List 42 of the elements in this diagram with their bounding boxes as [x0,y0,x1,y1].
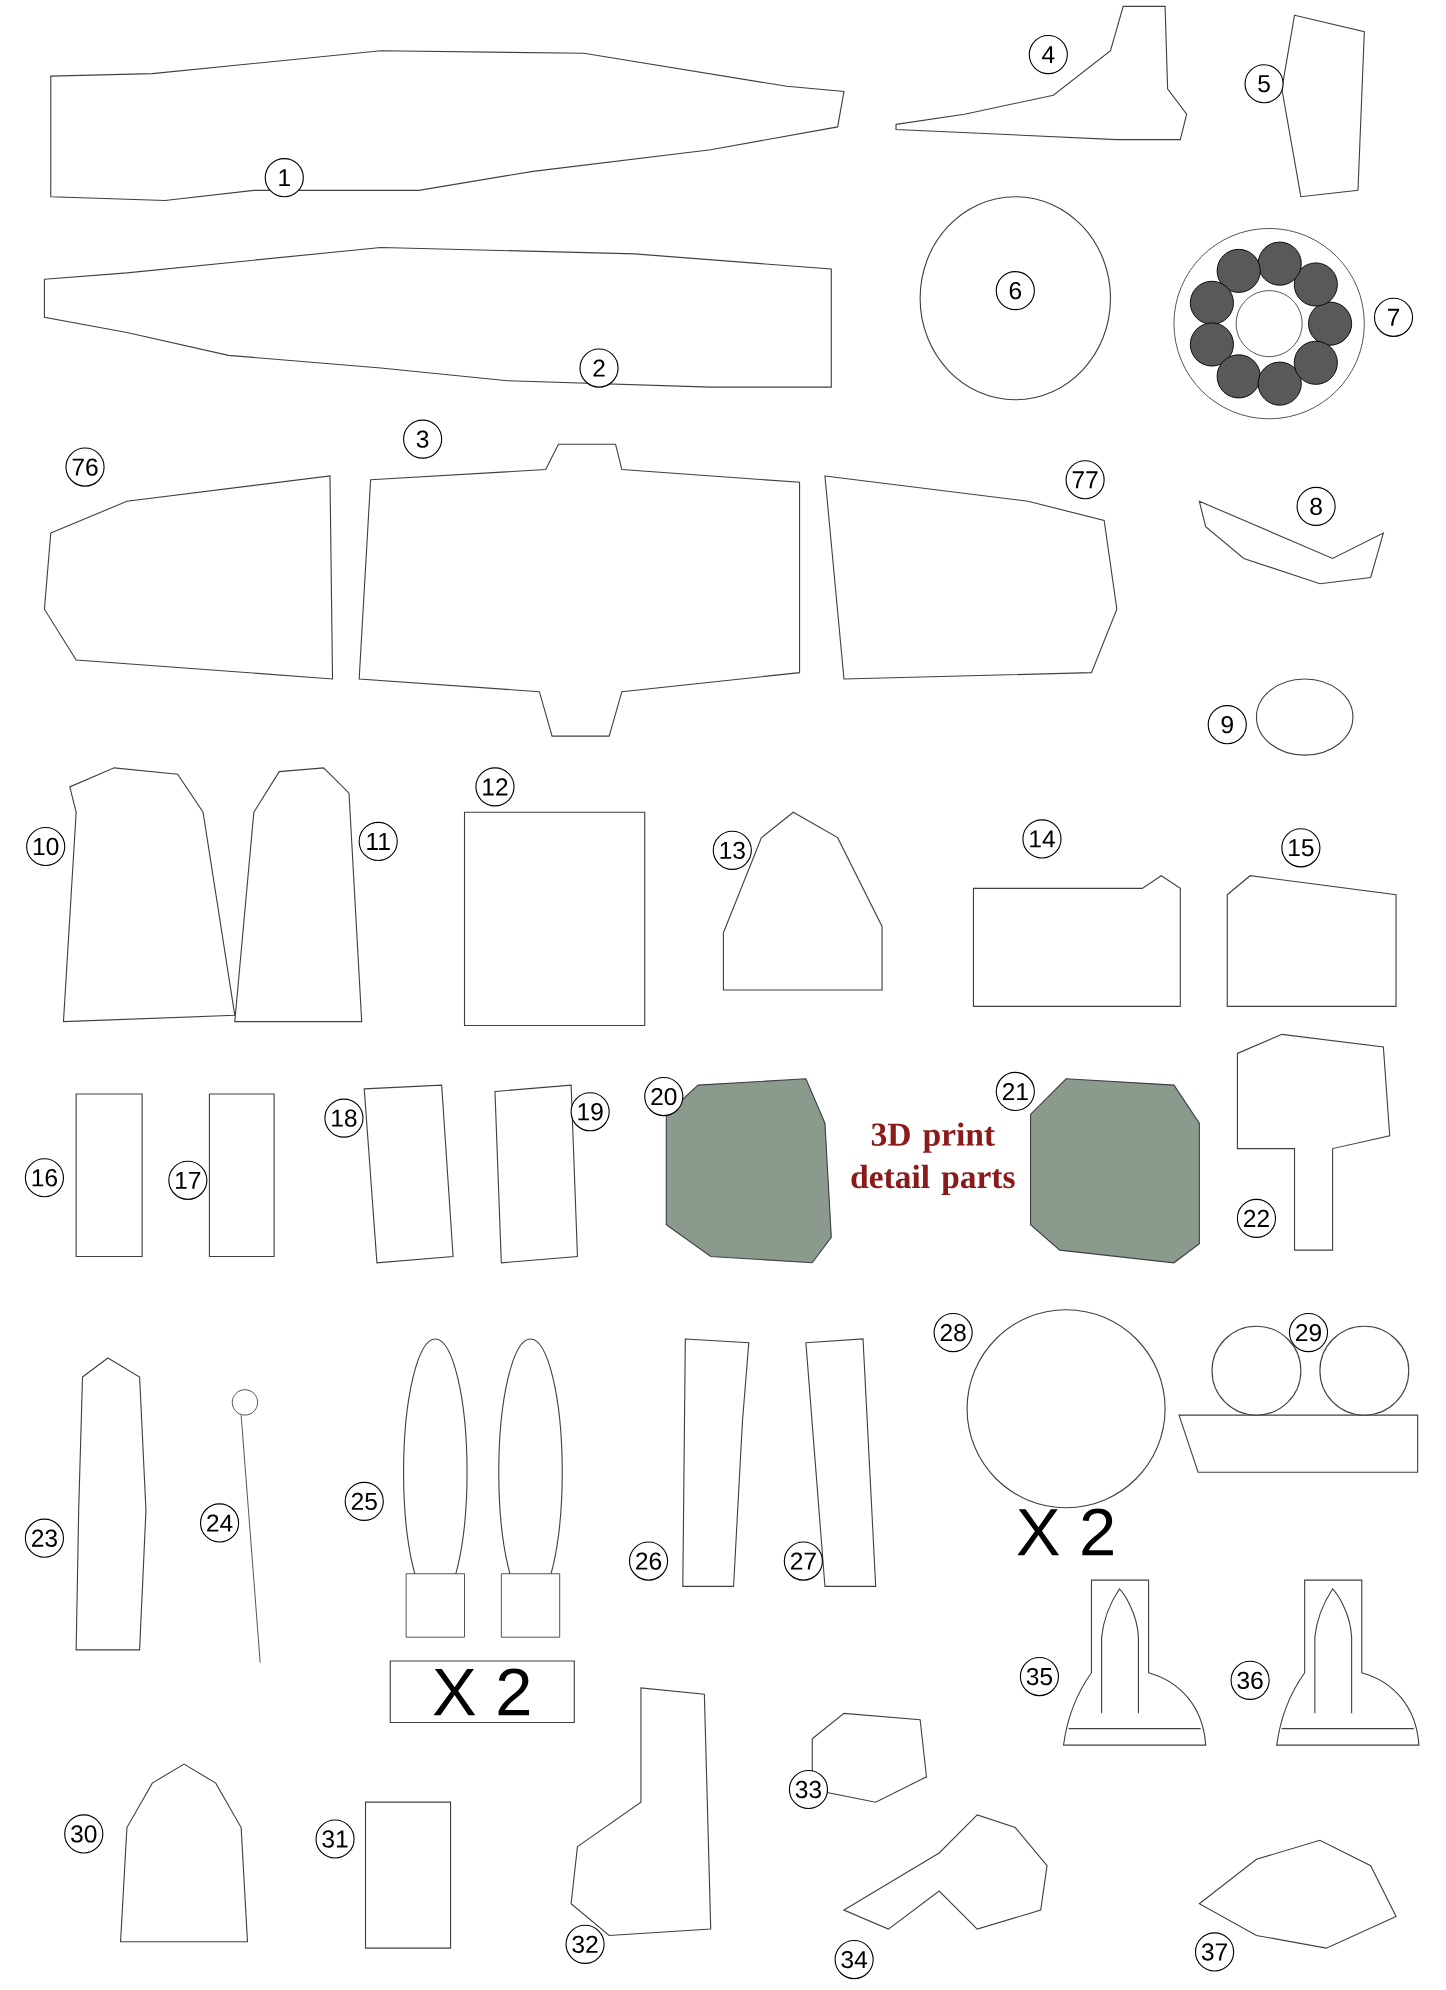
callout-number: 30 [64,1814,104,1854]
callout-number: 37 [1195,1932,1235,1972]
callout-number: 11 [358,821,399,862]
callout-number: 77 [1065,460,1105,500]
callout-number: 32 [565,1924,605,1964]
callout-number: 3 [403,419,443,459]
callout-number: 26 [629,1541,669,1581]
quantity-text: X 2 [1017,1508,1114,1556]
callout-number: 21 [995,1071,1036,1112]
callout-number: 34 [834,1939,874,1980]
callout-number: 2 [579,348,619,388]
callout-number: 33 [789,1769,829,1810]
callout-number: 12 [475,767,515,807]
callout-number: 1 [264,158,305,198]
callout-number: 31 [315,1819,355,1859]
callout-number: 17 [168,1160,208,1200]
callout-number: 19 [570,1092,610,1132]
callout-number: 5 [1244,64,1284,104]
callout-number: 9 [1207,705,1248,745]
callout-number: 27 [784,1541,824,1581]
quantity-box: X 2 [389,1660,576,1724]
caption-text: 3D print detail parts [851,1122,1015,1196]
callout-number: 13 [712,830,753,870]
callout-number: 36 [1230,1660,1270,1700]
callout-number: 6 [995,271,1036,311]
callout-number: 29 [1289,1313,1329,1353]
callout-number: 14 [1022,819,1062,859]
callout-number: 25 [344,1481,385,1521]
callout-number: 76 [65,447,105,487]
callout-number: 35 [1020,1656,1060,1697]
callout-number: 16 [25,1158,65,1198]
callout-number: 20 [644,1076,684,1117]
callout-number: 23 [25,1518,65,1558]
callout-number: 8 [1296,486,1336,526]
callout-number: 4 [1028,35,1069,75]
callout-number: 24 [200,1503,240,1543]
callout-number: 28 [933,1313,973,1353]
callout-number: 10 [26,826,66,867]
callout-number: 7 [1374,297,1414,337]
callout-number: 18 [324,1098,364,1138]
callout-number: 15 [1281,828,1321,868]
callout-number: 22 [1237,1198,1277,1238]
